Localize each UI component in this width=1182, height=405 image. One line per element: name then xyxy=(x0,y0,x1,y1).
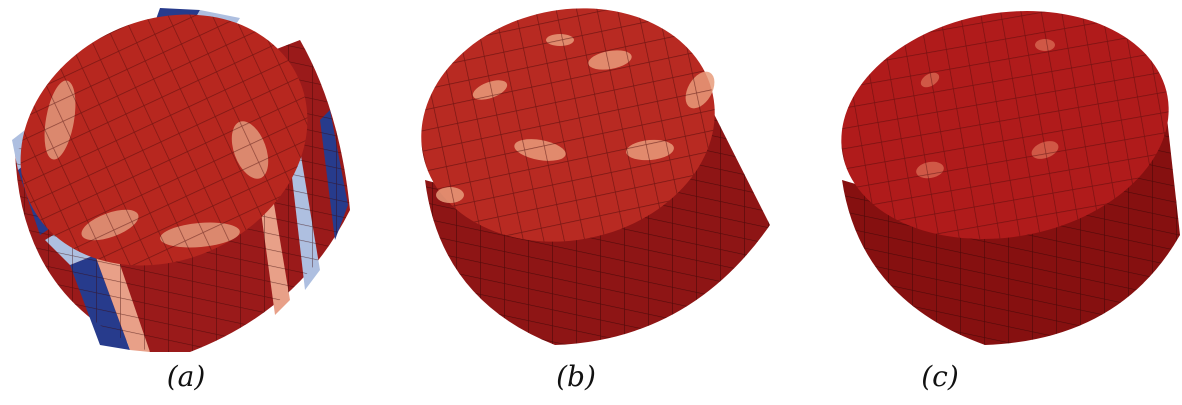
caption-a: (a) xyxy=(166,360,206,393)
panel-c xyxy=(841,11,1180,345)
panel-a xyxy=(12,8,350,352)
caption-b: (b) xyxy=(556,360,596,393)
panel-b xyxy=(421,8,770,345)
caption-c: (c) xyxy=(921,360,959,393)
